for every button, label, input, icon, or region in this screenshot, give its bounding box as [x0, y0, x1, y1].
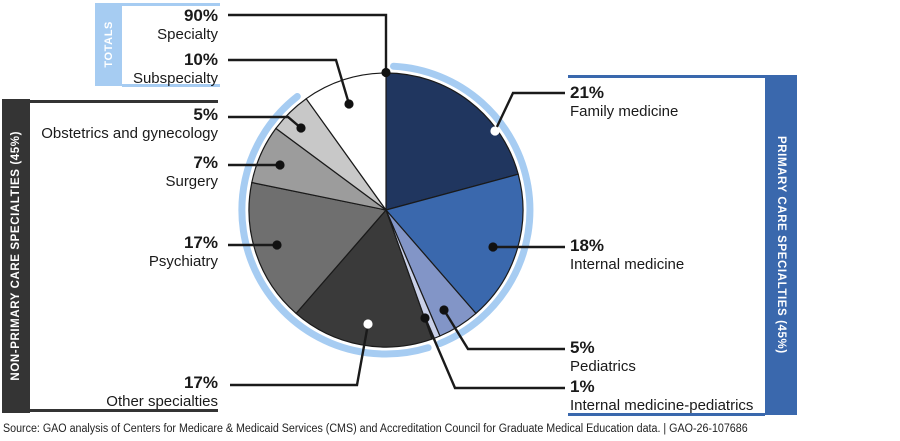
callout-dot-family-medicine — [490, 126, 500, 136]
totals-group-tab: TOTALS — [95, 3, 122, 86]
non-primary-group-tab: NON-PRIMARY CARE SPECIALTIES (45%) — [2, 99, 30, 413]
primary-group-label: PRIMARY CARE SPECIALTIES (45%) — [775, 136, 787, 354]
specialty-total-pct: 90% — [183, 6, 218, 25]
pie-slice-internal-medicine — [385, 173, 524, 314]
totals-bracket-top — [122, 3, 220, 6]
pie-slice-other-specialties — [295, 209, 433, 348]
callout-internal-medicine: 18% Internal medicine — [570, 236, 820, 273]
other-specialties-pct: 17% — [183, 373, 218, 392]
callout-dot-internal-medicine-pediatrics — [420, 313, 430, 323]
psychiatry-pct: 17% — [183, 233, 218, 252]
non-primary-ring-arc — [238, 93, 432, 358]
callout-dot-surgery — [275, 160, 285, 170]
surgery-label: Surgery — [165, 173, 218, 190]
callout-psychiatry: 17% Psychiatry — [0, 233, 218, 270]
callout-dot-specialty-total — [381, 67, 391, 78]
callout-other-specialties: 17% Other specialties — [0, 373, 218, 410]
callout-family-medicine: 21% Family medicine — [570, 83, 820, 120]
primary-bracket-bottom — [568, 413, 765, 416]
callout-surgery: 7% Surgery — [0, 153, 218, 190]
callout-dot-obstetrics-and-gynecology — [296, 123, 306, 133]
subspecialty-total-label: Subspecialty — [132, 70, 218, 87]
psychiatry-label: Psychiatry — [148, 253, 218, 270]
pie-slice-psychiatry — [248, 181, 387, 314]
callout-dot-internal-medicine — [488, 242, 498, 252]
non-primary-bracket-bottom — [30, 409, 218, 412]
internal-medicine-pediatrics-label: Internal medicine-pediatrics — [570, 397, 754, 414]
leader-line-subspecialty — [228, 58, 351, 105]
subspecialty-total-pct: 10% — [183, 50, 218, 69]
surgery-pct: 7% — [193, 153, 218, 172]
callout-subspecialty-total: 10% Subspecialty — [0, 50, 218, 87]
primary-bracket-top — [568, 75, 765, 78]
callout-dot-psychiatry — [272, 240, 282, 250]
leader-line-other-specialties — [230, 323, 370, 387]
callout-dot-pediatrics — [439, 305, 449, 315]
internal-medicine-pediatrics-pct: 1% — [570, 377, 595, 396]
pediatrics-pct: 5% — [570, 338, 595, 357]
totals-bracket-bottom — [122, 84, 220, 87]
internal-medicine-label: Internal medicine — [570, 256, 685, 273]
leader-line-internal-medicine-pediatrics — [423, 317, 565, 390]
callout-dot-subspecialty — [344, 99, 354, 109]
pediatrics-label: Pediatrics — [570, 358, 636, 375]
leader-line-specialty-total — [228, 13, 388, 69]
specialty-total-label: Specialty — [157, 26, 218, 43]
source-note: Source: GAO analysis of Centers for Medi… — [3, 423, 748, 435]
callout-dot-other-specialties — [363, 319, 373, 329]
family-medicine-pct: 21% — [570, 83, 605, 102]
callout-pediatrics: 5% Pediatrics — [570, 338, 820, 375]
pie-slice-family-medicine — [385, 72, 519, 211]
callout-specialty-total: 90% Specialty — [0, 6, 218, 43]
obstetrics-gynecology-pct: 5% — [193, 105, 218, 124]
other-specialties-label: Other specialties — [106, 393, 218, 410]
internal-medicine-pct: 18% — [570, 236, 605, 255]
callout-obstetrics-gynecology: 5% Obstetrics and gynecology — [0, 105, 218, 142]
obstetrics-gynecology-label: Obstetrics and gynecology — [41, 125, 218, 142]
family-medicine-label: Family medicine — [570, 103, 679, 120]
primary-ring-arc — [390, 62, 534, 347]
primary-group-tab: PRIMARY CARE SPECIALTIES (45%) — [765, 75, 797, 415]
leader-line-pediatrics — [442, 309, 565, 351]
callout-internal-medicine-pediatrics: 1% Internal medicine-pediatrics — [570, 377, 820, 414]
leader-line-family-medicine — [493, 91, 565, 132]
leader-line-obstetrics-and-gynecology — [228, 115, 302, 129]
non-primary-bracket-top — [30, 100, 218, 103]
